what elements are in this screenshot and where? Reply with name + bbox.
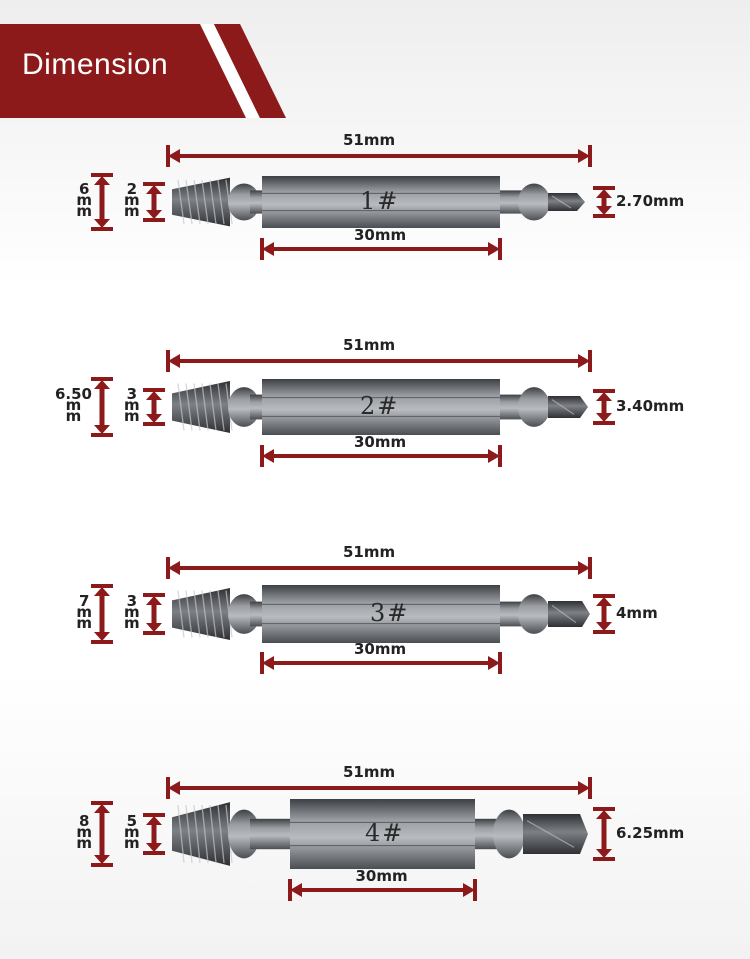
bit-body [172, 799, 588, 869]
outer-diameter-arrow [91, 377, 113, 437]
outer-diameter-char: m [76, 603, 92, 621]
inner-diameter-char: m [124, 191, 140, 209]
bit-number-label: 1# [360, 187, 400, 215]
inner-diameter-char: m [124, 202, 140, 220]
hex-length-arrow [288, 879, 477, 901]
total-length-label: 51mm [343, 763, 396, 781]
total-length-arrow [166, 557, 592, 579]
tip-diameter-arrow [593, 186, 615, 218]
page-title: Dimension [22, 48, 169, 81]
bit-number-label: 2# [360, 392, 400, 420]
outer-diameter-char: 7 [78, 592, 90, 610]
dimension-banner: Dimension [0, 0, 300, 118]
hex-length-label: 30mm [354, 226, 407, 244]
bit-number-label: 4# [365, 819, 405, 847]
inner-diameter-char: 3 [126, 592, 138, 610]
inner-diameter-arrow [143, 182, 165, 222]
inner-diameter-arrow [143, 813, 165, 855]
tip-diameter-label: 6.25mm [616, 824, 685, 842]
inner-diameter-arrow [143, 388, 165, 426]
total-length-arrow [166, 145, 592, 167]
bit-body [172, 379, 588, 435]
total-length-label: 51mm [343, 336, 396, 354]
hex-length-label: 30mm [355, 867, 408, 885]
total-length-label: 51mm [343, 131, 396, 149]
tip-diameter-arrow [593, 389, 615, 425]
outer-diameter-char: m [76, 202, 92, 220]
outer-diameter-arrow [91, 173, 113, 231]
tip-diameter-label: 4mm [616, 604, 658, 622]
outer-diameter-char: m [76, 834, 92, 852]
banner-shape [0, 24, 286, 118]
hex-length-label: 30mm [354, 640, 407, 658]
bit-drawing [91, 350, 615, 467]
hex-length-label: 30mm [354, 433, 407, 451]
tip-diameter-arrow [593, 594, 615, 634]
hex-length-arrow [260, 238, 502, 260]
bit-body [172, 585, 590, 643]
outer-diameter-char: m [65, 396, 82, 414]
bit-drawing [91, 145, 615, 260]
bit-drawing [91, 777, 615, 901]
outer-diameter-char: m [76, 823, 92, 841]
outer-diameter-char: 6 [78, 180, 90, 198]
outer-diameter-char: 6.50 [54, 385, 92, 403]
outer-diameter-char: m [76, 191, 92, 209]
outer-diameter-arrow [91, 584, 113, 644]
outer-diameter-char: 8 [78, 812, 90, 830]
inner-diameter-char: m [124, 603, 140, 621]
tip-diameter-label: 3.40mm [616, 397, 685, 415]
inner-diameter-char: 5 [126, 812, 138, 830]
hex-length-arrow [260, 652, 502, 674]
inner-diameter-char: 3 [126, 385, 138, 403]
inner-diameter-char: m [124, 407, 140, 425]
total-length-arrow [166, 777, 592, 799]
inner-diameter-char: m [124, 823, 140, 841]
hex-length-arrow [260, 445, 502, 467]
bit-number-label: 3# [370, 599, 410, 627]
total-length-label: 51mm [343, 543, 396, 561]
tip-diameter-arrow [593, 807, 615, 861]
inner-diameter-char: 2 [126, 180, 138, 198]
outer-diameter-char: m [76, 614, 92, 632]
total-length-arrow [166, 350, 592, 372]
outer-diameter-char: m [65, 407, 82, 425]
tip-diameter-label: 2.70mm [616, 192, 685, 210]
inner-diameter-char: m [124, 614, 140, 632]
inner-diameter-char: m [124, 834, 140, 852]
inner-diameter-char: m [124, 396, 140, 414]
outer-diameter-arrow [91, 801, 113, 867]
bit-body [172, 176, 585, 228]
inner-diameter-arrow [143, 593, 165, 635]
bit-drawing [91, 557, 615, 674]
